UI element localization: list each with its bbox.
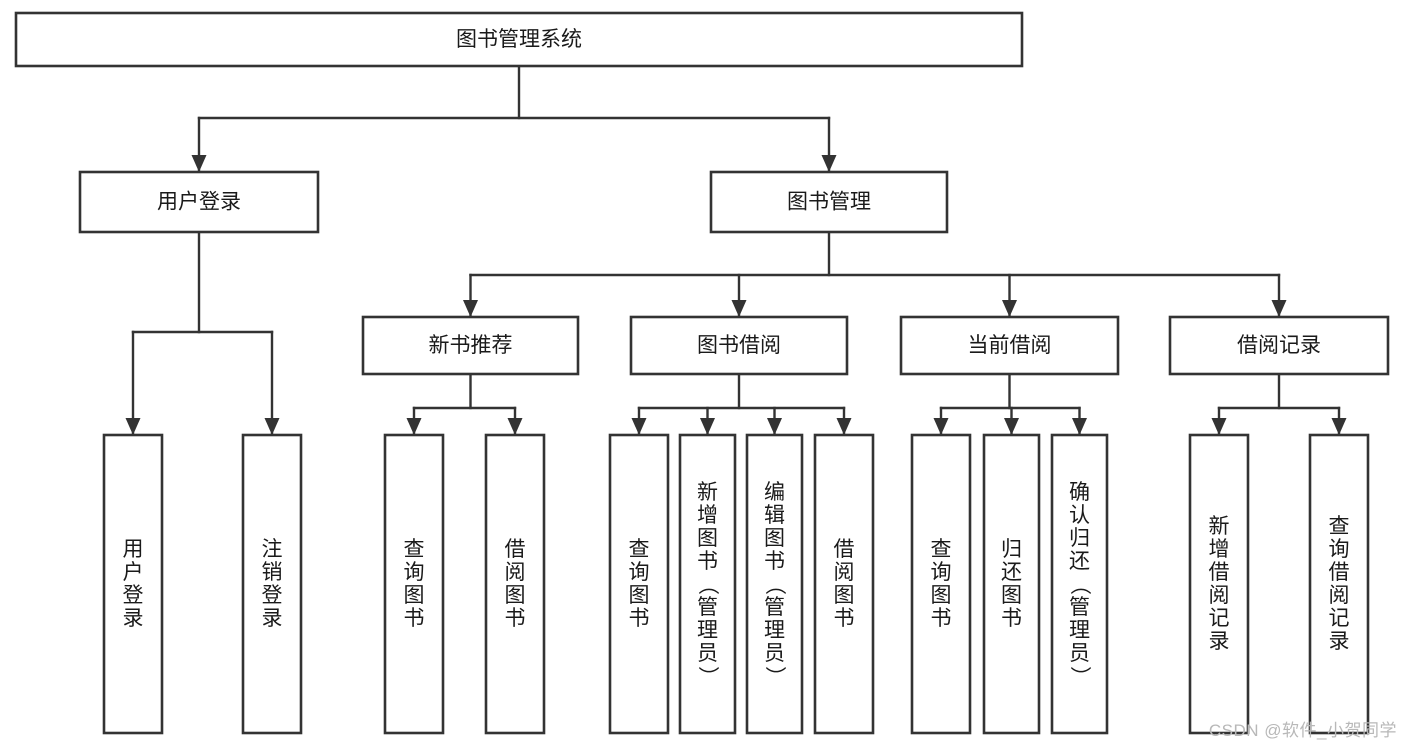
- node-box[interactable]: [1050, 433, 1109, 735]
- node-box[interactable]: [1168, 315, 1390, 376]
- arrow-head-icon: [406, 418, 422, 435]
- node-leaf-query-record[interactable]: [1308, 433, 1370, 735]
- node-box[interactable]: [241, 433, 303, 735]
- node-box[interactable]: [361, 315, 580, 376]
- node-current-borrow[interactable]: [899, 315, 1120, 376]
- node-leaf-confirm-return[interactable]: [1050, 433, 1109, 735]
- arrow-head-icon: [1331, 418, 1347, 435]
- node-root-0[interactable]: [14, 11, 1024, 68]
- node-box[interactable]: [709, 170, 949, 234]
- arrow-head-icon: [767, 418, 782, 435]
- arrow-head-icon: [836, 418, 852, 435]
- node-leaf-query-book-3[interactable]: [910, 433, 972, 735]
- edges-layer: [125, 64, 1347, 436]
- node-box[interactable]: [910, 433, 972, 735]
- node-label-text: 图书借阅: [697, 334, 781, 357]
- node-box[interactable]: [102, 433, 164, 735]
- node-box[interactable]: [899, 315, 1120, 376]
- node-box[interactable]: [629, 315, 849, 376]
- node-leaf-borrow-book-1[interactable]: [484, 433, 546, 735]
- node-book-manage[interactable]: [709, 170, 949, 234]
- arrow-head-icon: [933, 418, 949, 435]
- node-label-text: 新书推荐: [429, 334, 513, 357]
- arrow-head-icon: [125, 418, 141, 435]
- node-book-borrow[interactable]: [629, 315, 849, 376]
- node-label-text: 用户登录: [157, 191, 241, 214]
- node-box[interactable]: [1188, 433, 1250, 735]
- arrow-head-icon: [1002, 300, 1017, 317]
- node-box[interactable]: [982, 433, 1041, 735]
- node-box[interactable]: [14, 11, 1024, 68]
- arrow-head-icon: [191, 155, 207, 172]
- node-box[interactable]: [484, 433, 546, 735]
- arrow-head-icon: [264, 418, 280, 435]
- node-box[interactable]: [745, 433, 804, 735]
- node-leaf-add-book[interactable]: [678, 433, 737, 735]
- node-leaf-add-record[interactable]: [1188, 433, 1250, 735]
- node-label-text: 图书管理系统: [456, 28, 582, 51]
- arrow-head-icon: [507, 418, 523, 435]
- arrow-head-icon: [1004, 418, 1019, 435]
- arrow-head-icon: [731, 300, 747, 317]
- arrow-head-icon: [1072, 418, 1087, 435]
- node-label-text: 图书管理: [787, 191, 871, 214]
- nodes-layer: [14, 11, 1390, 735]
- node-label-text: 借阅记录: [1237, 334, 1321, 357]
- node-new-book-recommend[interactable]: [361, 315, 580, 376]
- node-user-login[interactable]: [78, 170, 320, 234]
- node-leaf-edit-book[interactable]: [745, 433, 804, 735]
- arrow-head-icon: [821, 155, 837, 172]
- node-box[interactable]: [78, 170, 320, 234]
- node-label-text: 当前借阅: [968, 334, 1052, 357]
- arrow-head-icon: [463, 300, 478, 317]
- node-leaf-user-login[interactable]: [102, 433, 164, 735]
- node-borrow-record[interactable]: [1168, 315, 1390, 376]
- node-box[interactable]: [813, 433, 875, 735]
- arrow-head-icon: [631, 418, 647, 435]
- node-leaf-query-book-2[interactable]: [608, 433, 670, 735]
- node-leaf-return-book[interactable]: [982, 433, 1041, 735]
- node-box[interactable]: [1308, 433, 1370, 735]
- node-box[interactable]: [383, 433, 445, 735]
- node-leaf-query-book-1[interactable]: [383, 433, 445, 735]
- arrow-head-icon: [1271, 300, 1287, 317]
- arrow-head-icon: [700, 418, 715, 435]
- node-box[interactable]: [608, 433, 670, 735]
- node-box[interactable]: [678, 433, 737, 735]
- arrow-head-icon: [1211, 418, 1227, 435]
- node-leaf-logout[interactable]: [241, 433, 303, 735]
- node-leaf-borrow-book-2[interactable]: [813, 433, 875, 735]
